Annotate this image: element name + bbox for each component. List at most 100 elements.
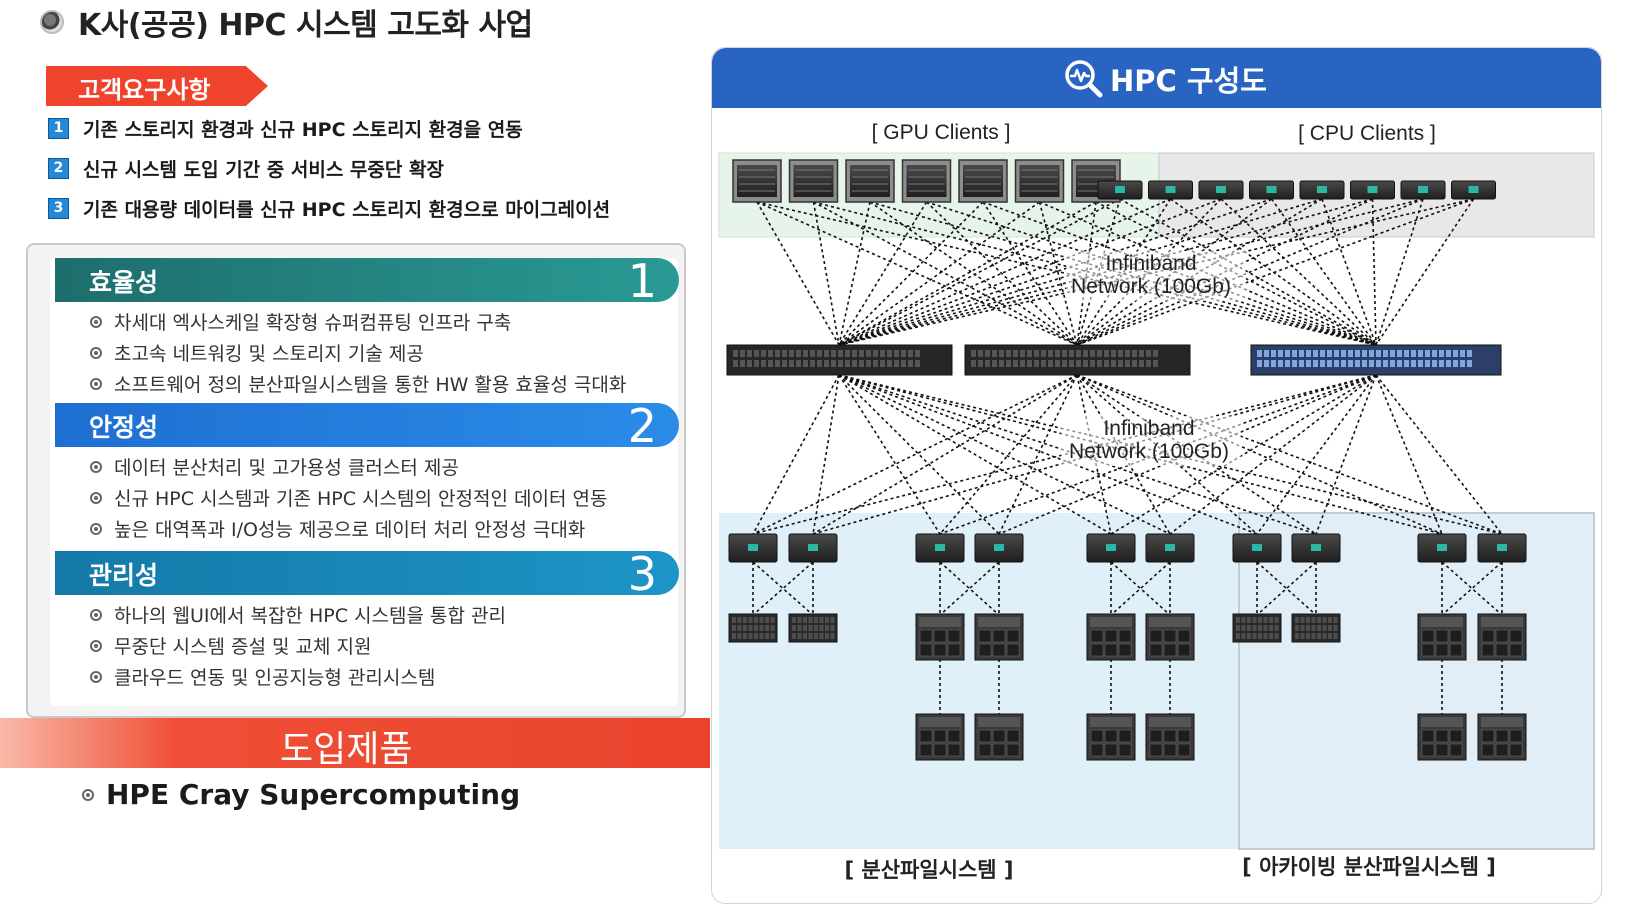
network-label-bottom: Infiniband Network (100Gb) bbox=[1061, 416, 1241, 466]
hpc-diagram: [ GPU Clients ] [ CPU Clients ] Infiniba… bbox=[718, 121, 1595, 882]
jbod-storage bbox=[1291, 613, 1341, 643]
feature-bar-manageability: 관리성 3 bbox=[55, 547, 679, 601]
requirement-item: 2 신규 시스템 도입 기간 중 서비스 무중단 확장 bbox=[48, 148, 610, 188]
feature-number: 2 bbox=[627, 399, 657, 453]
cpu-server bbox=[1400, 180, 1446, 200]
requirements-list: 1 기존 스토리지 환경과 신규 HPC 스토리지 환경을 연동 2 신규 시스… bbox=[48, 108, 610, 228]
gpu-server bbox=[901, 159, 952, 203]
jbod-storage bbox=[1232, 613, 1282, 643]
ethernet-switch bbox=[1250, 344, 1502, 376]
feature-item-text: 데이터 분산처리 및 고가용성 클러스터 제공 bbox=[114, 457, 459, 479]
requirement-item: 1 기존 스토리지 환경과 신규 HPC 스토리지 환경을 연동 bbox=[48, 108, 610, 148]
requirement-text: 신규 시스템 도입 기간 중 서비스 무중단 확장 bbox=[83, 158, 444, 181]
storage-enclosure bbox=[1477, 713, 1527, 761]
number-badge: 3 bbox=[48, 197, 69, 219]
dfs-zone bbox=[719, 513, 1239, 849]
storage-enclosure bbox=[915, 613, 965, 661]
storage-controller bbox=[1232, 533, 1282, 563]
archive-label: [ 아카이빙 분산파일시스템 ] bbox=[1242, 855, 1496, 879]
feature-item-text: 무중단 시스템 증설 및 교체 지원 bbox=[114, 636, 372, 658]
storage-enclosure bbox=[915, 713, 965, 761]
requirements-tag: 고객요구사항 bbox=[46, 66, 268, 106]
feature-bar-efficiency: 효율성 1 bbox=[55, 254, 679, 308]
cpu-server bbox=[1249, 180, 1294, 200]
jbod-storage bbox=[728, 613, 778, 643]
requirement-text: 기존 스토리지 환경과 신규 HPC 스토리지 환경을 연동 bbox=[83, 118, 523, 141]
search-chart-icon bbox=[1065, 60, 1103, 98]
feature-item-text: 하나의 웹UI에서 복잡한 HPC 시스템을 통합 관리 bbox=[114, 605, 506, 627]
storage-enclosure bbox=[1417, 713, 1467, 761]
feature-number: 3 bbox=[627, 547, 657, 601]
feature-item-text: 높은 대역폭과 I/O성능 제공으로 데이터 처리 안정성 극대화 bbox=[114, 519, 586, 541]
feature-title: 효율성 bbox=[89, 268, 159, 297]
feature-list-stability: 데이터 분산처리 및 고가용성 클러스터 제공 신규 HPC 시스템과 기존 H… bbox=[90, 451, 607, 544]
cpu-server bbox=[1451, 180, 1496, 200]
bullet-icon bbox=[90, 522, 102, 535]
feature-item: 데이터 분산처리 및 고가용성 클러스터 제공 bbox=[90, 451, 607, 482]
feature-item-text: 클라우드 연동 및 인공지능형 관리시스템 bbox=[114, 667, 436, 689]
network-label-bottom-line2: Network (100Gb) bbox=[1069, 440, 1229, 463]
feature-item: 클라우드 연동 및 인공지능형 관리시스템 bbox=[90, 661, 506, 692]
network-label-bottom-line1: Infiniband bbox=[1103, 417, 1194, 440]
bullet-icon bbox=[90, 315, 102, 328]
cpu-clients-label: [ CPU Clients ] bbox=[1298, 122, 1436, 145]
bullet-icon bbox=[90, 346, 102, 359]
gpu-server bbox=[958, 159, 1008, 203]
bullet-icon bbox=[90, 377, 102, 390]
page-title-row: K사(공공) HPC 시스템 고도화 사업 bbox=[40, 2, 533, 43]
feature-item-text: 신규 HPC 시스템과 기존 HPC 시스템의 안정적인 데이터 연동 bbox=[114, 488, 608, 510]
features-panel-inner bbox=[50, 258, 678, 706]
feature-item-text: 차세대 엑사스케일 확장형 슈퍼컴퓨팅 인프라 구축 bbox=[114, 312, 512, 334]
storage-controller bbox=[788, 533, 838, 563]
cpu-server bbox=[1198, 180, 1244, 200]
storage-enclosure bbox=[1086, 713, 1136, 761]
bullet-icon bbox=[82, 788, 94, 801]
archive-zone bbox=[1238, 512, 1595, 850]
gpu-server bbox=[732, 159, 782, 203]
feature-item: 차세대 엑사스케일 확장형 슈퍼컴퓨팅 인프라 구축 bbox=[90, 306, 626, 337]
number-badge: 2 bbox=[48, 157, 69, 179]
feature-item: 무중단 시스템 증설 및 교체 지원 bbox=[90, 630, 506, 661]
number-badge: 1 bbox=[48, 117, 69, 139]
dfs-label: [ 분산파일시스템 ] bbox=[844, 858, 1013, 882]
feature-item: 높은 대역폭과 I/O성능 제공으로 데이터 처리 안정성 극대화 bbox=[90, 513, 607, 544]
cpu-server bbox=[1350, 180, 1395, 200]
storage-controller bbox=[1477, 533, 1527, 563]
requirement-text: 기존 대용량 데이터를 신규 HPC 스토리지 환경으로 마이그레이션 bbox=[83, 198, 611, 221]
devices bbox=[726, 159, 1527, 761]
infiniband-switch-1 bbox=[726, 344, 953, 376]
feature-item-text: 초고속 네트워킹 및 스토리지 기술 제공 bbox=[114, 343, 424, 365]
network-label-top-line1: Infiniband bbox=[1105, 252, 1196, 275]
storage-enclosure bbox=[1145, 713, 1195, 761]
storage-controller bbox=[1086, 533, 1136, 563]
gpu-clients-label: [ GPU Clients ] bbox=[872, 121, 1011, 144]
network-label-top-line2: Network (100Gb) bbox=[1071, 275, 1231, 298]
jbod-storage bbox=[788, 613, 838, 643]
feature-number: 1 bbox=[627, 254, 657, 308]
feature-title: 안정성 bbox=[89, 413, 159, 442]
requirements-tag-label: 고객요구사항 bbox=[78, 76, 211, 104]
bullet-icon bbox=[90, 491, 102, 504]
storage-controller bbox=[1145, 533, 1195, 563]
feature-title: 관리성 bbox=[89, 561, 159, 590]
diagram-header: HPC 구성도 bbox=[712, 48, 1601, 108]
cpu-server bbox=[1299, 180, 1345, 200]
bullet-icon bbox=[90, 608, 102, 621]
feature-item: 초고속 네트워킹 및 스토리지 기술 제공 bbox=[90, 337, 626, 368]
feature-item: 신규 HPC 시스템과 기존 HPC 시스템의 안정적인 데이터 연동 bbox=[90, 482, 607, 513]
storage-enclosure bbox=[1477, 613, 1527, 661]
storage-enclosure bbox=[974, 713, 1024, 761]
feature-list-efficiency: 차세대 엑사스케일 확장형 슈퍼컴퓨팅 인프라 구축 초고속 네트워킹 및 스토… bbox=[90, 306, 626, 399]
infiniband-switch-2 bbox=[964, 344, 1191, 376]
storage-controller bbox=[1417, 533, 1467, 563]
products-banner-label: 도입제품 bbox=[280, 729, 413, 770]
feature-item: 하나의 웹UI에서 복잡한 HPC 시스템을 통합 관리 bbox=[90, 599, 506, 630]
feature-item: 소프트웨어 정의 분산파일시스템을 통한 HW 활용 효율성 극대화 bbox=[90, 368, 626, 399]
bullet-icon bbox=[90, 460, 102, 473]
storage-enclosure bbox=[1145, 613, 1195, 661]
requirement-item: 3 기존 대용량 데이터를 신규 HPC 스토리지 환경으로 마이그레이션 bbox=[48, 188, 610, 228]
storage-enclosure bbox=[974, 613, 1024, 661]
feature-list-manageability: 하나의 웹UI에서 복잡한 HPC 시스템을 통합 관리 무중단 시스템 증설 … bbox=[90, 599, 506, 692]
storage-controller bbox=[915, 533, 965, 563]
feature-bar-stability: 안정성 2 bbox=[55, 399, 679, 453]
